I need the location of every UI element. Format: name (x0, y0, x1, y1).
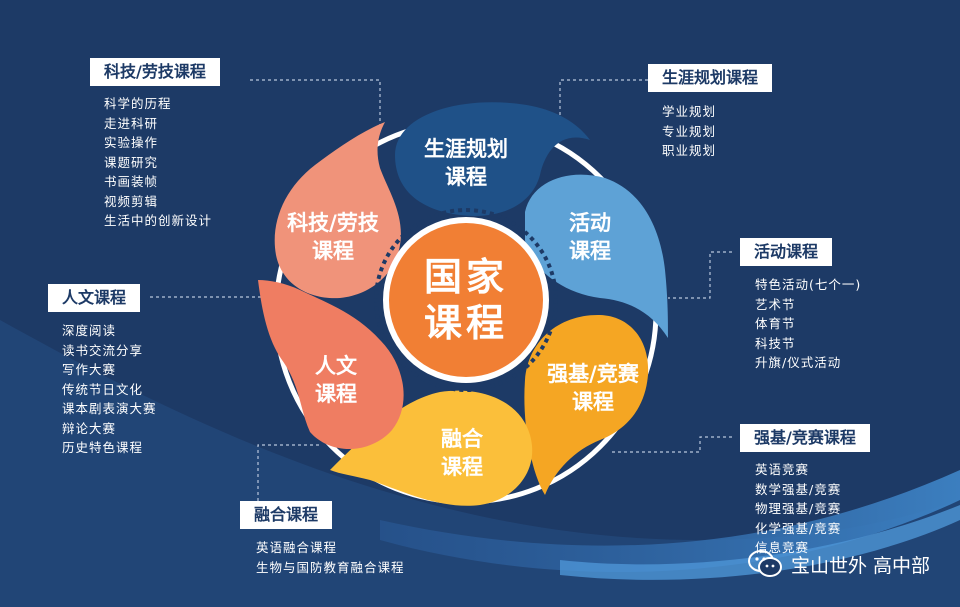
panel-list-qiangji: 英语竞赛数学强基/竞赛物理强基/竞赛化学强基/竞赛信息竞赛 (755, 460, 841, 558)
panel-title-qiangji: 强基/竞赛课程 (740, 424, 870, 452)
petal-activity (525, 174, 668, 338)
petal-label-tech: 科技/劳技 课程 (287, 211, 379, 263)
list-item: 书画装帧 (104, 174, 159, 189)
petal-humanities (258, 280, 404, 450)
center-label: 国家 课程 (423, 255, 509, 345)
list-item: 升旗/仪式活动 (755, 355, 842, 370)
petal-label-fusion: 融合 课程 (441, 427, 483, 479)
panel-title-career: 生涯规划课程 (648, 64, 773, 92)
panel-list-humanities: 深度阅读读书交流分享写作大赛传统节日文化课本剧表演大赛辩论大赛历史特色课程 (62, 321, 157, 458)
petal-tech (274, 122, 401, 299)
center-circle (383, 217, 549, 383)
list-item: 科学的历程 (104, 96, 172, 111)
list-item: 历史特色课程 (62, 440, 144, 455)
list-item: 深度阅读 (62, 323, 117, 338)
list-item: 学业规划 (662, 104, 717, 119)
list-item: 课题研究 (104, 154, 159, 170)
panel-title-activity: 活动课程 (740, 238, 833, 266)
petal-label-humanities: 人文 课程 (315, 354, 357, 406)
list-item: 视频剪辑 (104, 193, 159, 209)
list-item: 体育节 (755, 316, 796, 331)
watermark: 宝山世外 高中部 (747, 549, 930, 579)
list-item: 英语竞赛 (755, 462, 810, 477)
petal-fusion (330, 390, 533, 506)
panel-title-humanities: 人文课程 (48, 284, 141, 312)
panel-list-fusion: 英语融合课程生物与国防教育融合课程 (256, 538, 405, 577)
list-item: 传统节日文化 (62, 381, 144, 397)
list-item: 生活中的创新设计 (104, 213, 213, 228)
petal-career (395, 102, 590, 216)
list-item: 走进科研 (104, 115, 159, 131)
center-ring-dashed (374, 208, 558, 392)
list-item: 辩论大赛 (62, 420, 117, 436)
petal-qiangji (524, 314, 649, 495)
list-item: 职业规划 (662, 143, 717, 158)
panel-list-tech: 科学的历程走进科研实验操作课题研究书画装帧视频剪辑生活中的创新设计 (104, 94, 212, 231)
petal-label-activity: 活动 课程 (569, 211, 611, 263)
petal-label-qiangji: 强基/竞赛 课程 (547, 362, 639, 414)
list-item: 专业规划 (662, 123, 717, 139)
watermark-text: 宝山世外 高中部 (790, 554, 930, 577)
list-item: 写作大赛 (62, 362, 117, 377)
list-item: 读书交流分享 (62, 342, 144, 358)
panel-title-fusion: 融合课程 (240, 501, 333, 529)
connector-lines (150, 79, 732, 516)
list-item: 信息竞赛 (755, 540, 810, 555)
petal-label-career: 生涯规划 课程 (424, 137, 508, 189)
list-item: 艺术节 (755, 296, 796, 312)
list-item: 课本剧表演大赛 (62, 401, 157, 416)
list-item: 数学强基/竞赛 (755, 481, 842, 497)
list-item: 实验操作 (104, 135, 159, 150)
list-item: 特色活动(七个一) (755, 277, 862, 292)
list-item: 科技节 (755, 335, 796, 351)
panel-list-career: 学业规划专业规划职业规划 (662, 102, 716, 161)
background-wave-light (380, 470, 960, 573)
list-item: 物理强基/竞赛 (755, 501, 842, 516)
panel-title-tech: 科技/劳技课程 (90, 58, 220, 86)
background-wave (0, 320, 960, 607)
list-item: 英语融合课程 (256, 540, 338, 555)
list-item: 化学强基/竞赛 (755, 520, 842, 536)
list-item: 生物与国防教育融合课程 (256, 559, 405, 575)
wechat-icon (747, 550, 782, 577)
panel-list-activity: 特色活动(七个一) 艺术节体育节科技节升旗/仪式活动 (755, 275, 861, 373)
